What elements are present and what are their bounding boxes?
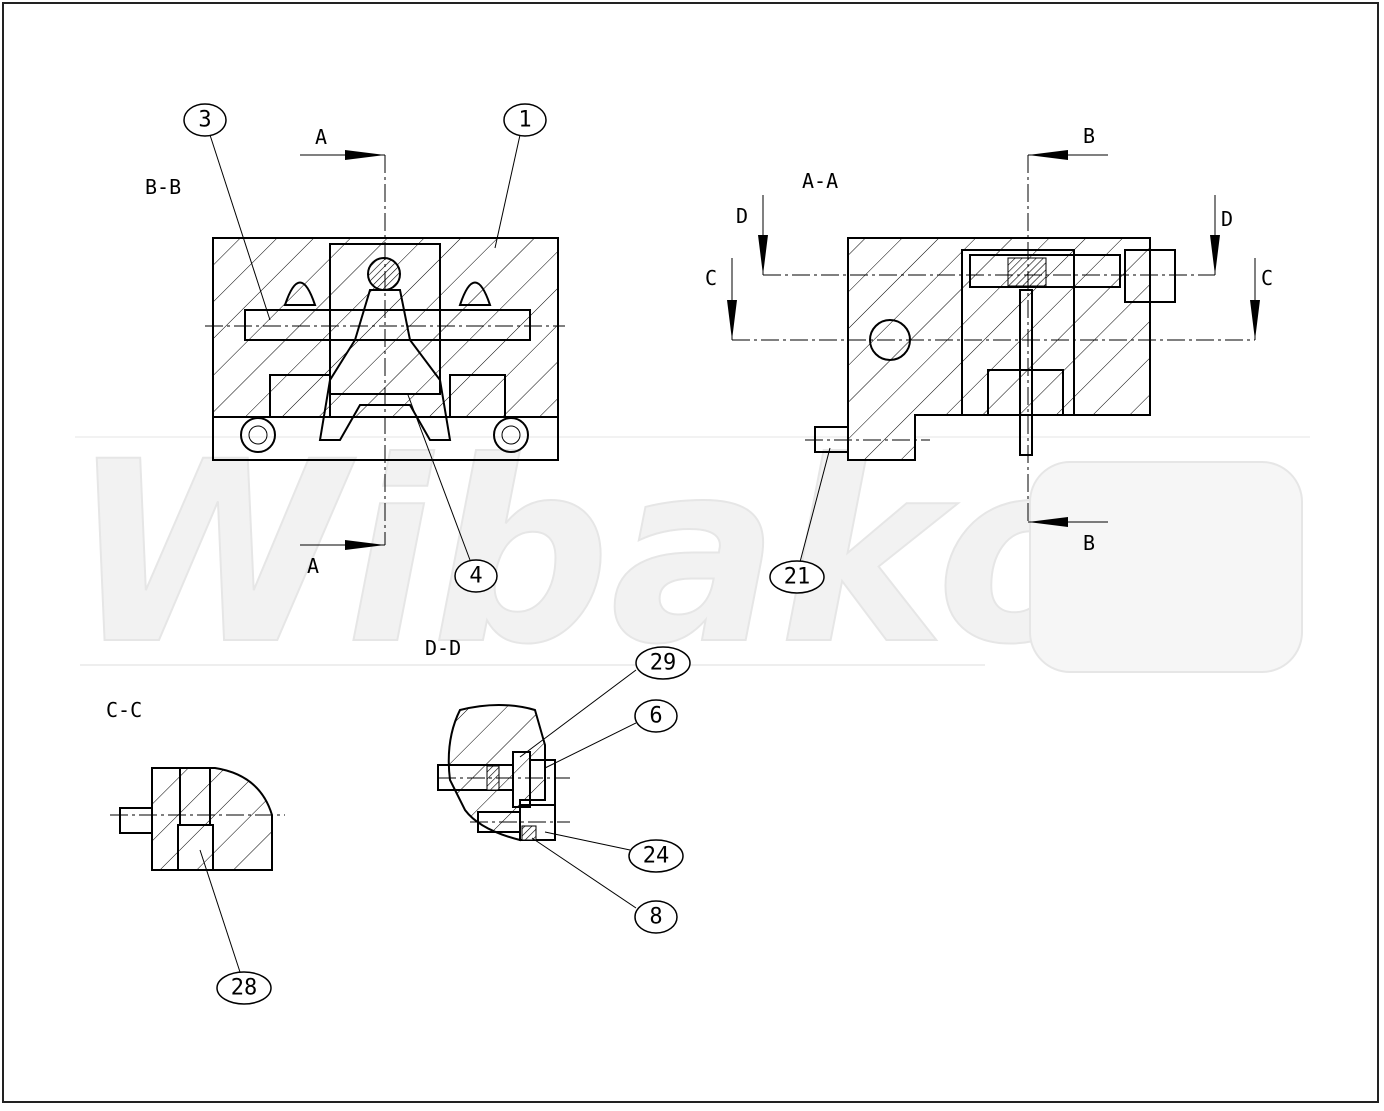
- balloon-28: 28: [216, 971, 272, 1005]
- balloon-1: 1: [503, 103, 547, 137]
- balloon-21: 21: [769, 560, 825, 594]
- view-title-dd: D-D: [425, 636, 461, 660]
- view-title-bb: B-B: [145, 175, 181, 199]
- svg-text:1: 1: [518, 108, 531, 133]
- watermark: Wibako: [69, 407, 1310, 700]
- view-cc: C-C 28: [106, 698, 285, 1005]
- svg-text:6: 6: [649, 704, 662, 729]
- svg-text:21: 21: [784, 565, 811, 590]
- svg-text:29: 29: [650, 651, 677, 676]
- watermark-logo-icon: [1029, 461, 1303, 673]
- cut-label-d-left: D: [736, 204, 748, 228]
- cut-label-c-left: C: [705, 266, 717, 290]
- balloon-3: 3: [183, 103, 227, 137]
- balloon-29: 29: [635, 646, 691, 680]
- balloon-24: 24: [628, 839, 684, 873]
- cut-label-d-right: D: [1221, 207, 1233, 231]
- cut-label-b-top: B: [1083, 124, 1095, 148]
- svg-text:Wibako: Wibako: [70, 408, 1108, 699]
- svg-text:24: 24: [643, 844, 670, 869]
- balloon-4: 4: [454, 559, 498, 593]
- cut-label-b-bottom: B: [1083, 531, 1095, 555]
- view-title-aa: A-A: [802, 169, 838, 193]
- view-title-cc: C-C: [106, 698, 142, 722]
- cut-label-c-right: C: [1261, 266, 1273, 290]
- svg-text:3: 3: [198, 108, 211, 133]
- balloon-8: 8: [634, 900, 678, 934]
- svg-text:8: 8: [649, 905, 662, 930]
- view-aa: A-A B B D D C C 21: [705, 124, 1273, 594]
- balloon-6: 6: [634, 699, 678, 733]
- svg-text:4: 4: [469, 564, 482, 589]
- cut-label-a-bottom: A: [307, 554, 319, 578]
- view-bb: B-B A A 3 1 4: [145, 103, 565, 593]
- svg-text:28: 28: [231, 976, 258, 1001]
- view-dd: D-D 29 6 24 8: [425, 636, 691, 934]
- cut-label-a-top: A: [315, 125, 327, 149]
